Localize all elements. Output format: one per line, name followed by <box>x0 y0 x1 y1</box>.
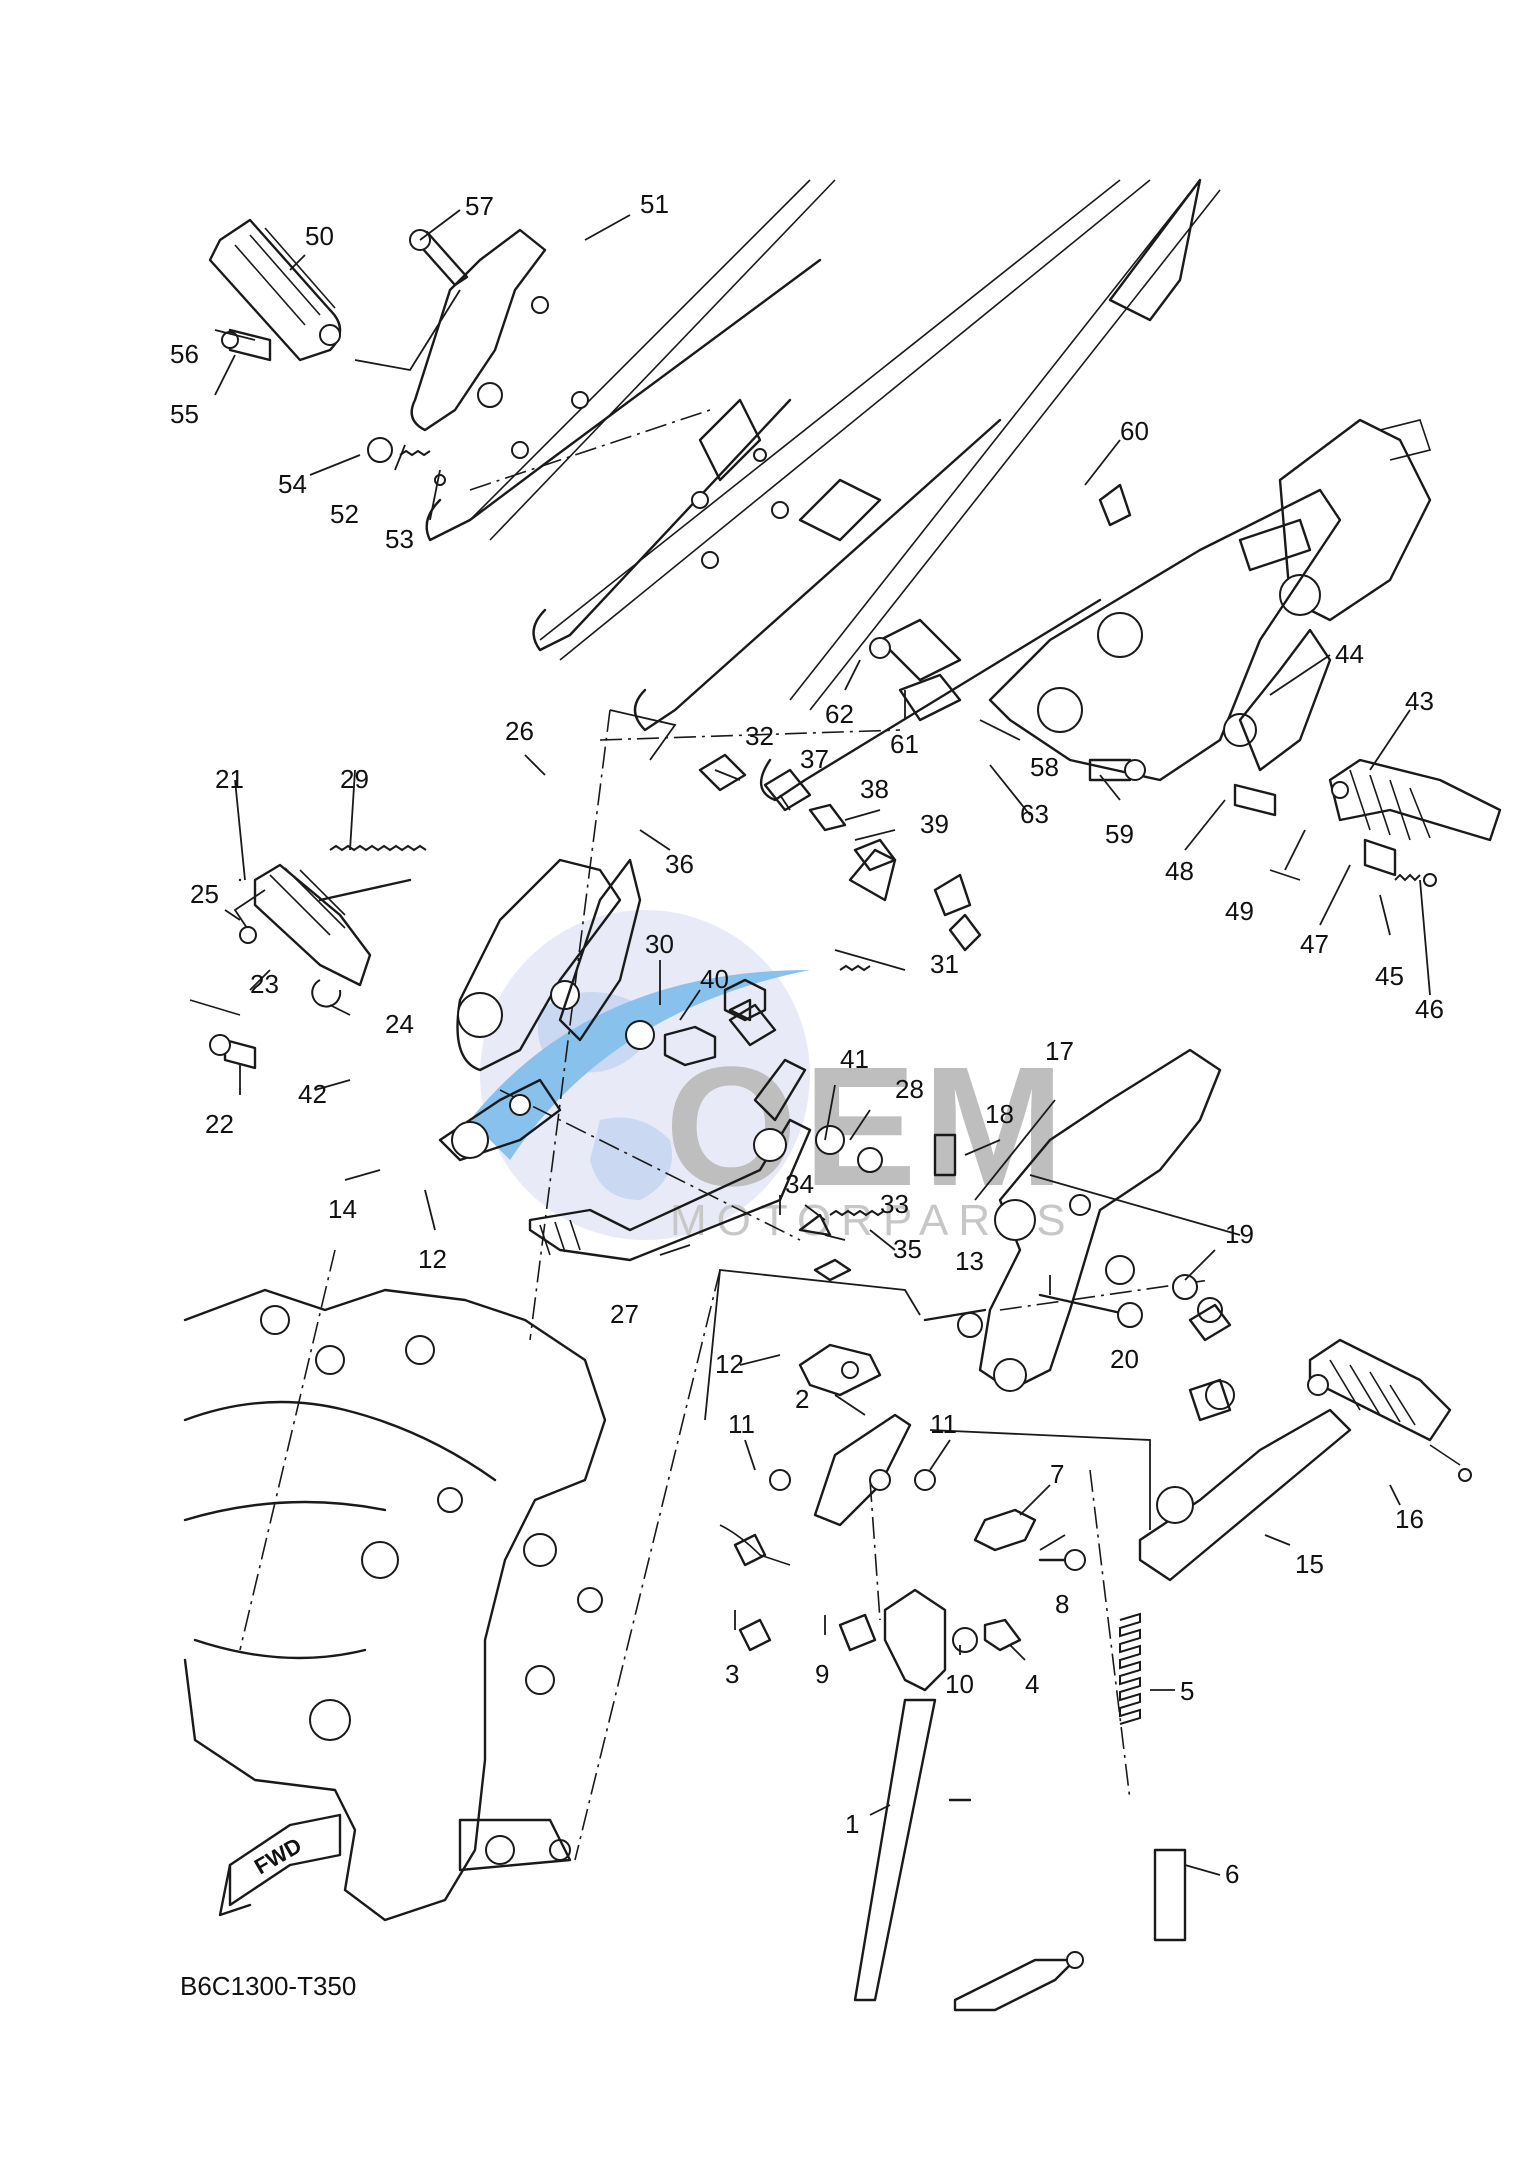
callout-56: 56 <box>170 339 199 369</box>
callout-19: 19 <box>1225 1219 1254 1249</box>
callout-21: 21 <box>215 764 244 794</box>
leader-lines <box>214 209 1431 1876</box>
diagram-code: B6C1300-T350 <box>180 1971 356 2001</box>
right-bolts <box>923 1133 1198 1338</box>
frame-rails <box>425 178 1221 802</box>
callout-38: 38 <box>860 774 889 804</box>
callout-31: 31 <box>930 949 959 979</box>
callout-34: 34 <box>785 1169 814 1199</box>
callout-46: 46 <box>1415 994 1444 1024</box>
callout-35: 35 <box>893 1234 922 1264</box>
callout-59: 59 <box>1105 819 1134 849</box>
callout-39: 39 <box>920 809 949 839</box>
callout-25: 25 <box>190 879 219 909</box>
callout-29: 29 <box>340 764 369 794</box>
callout-43: 43 <box>1405 686 1434 716</box>
callout-10: 10 <box>945 1669 974 1699</box>
passenger-footrest-left <box>208 218 549 486</box>
brake-pedal <box>1138 1297 1352 1582</box>
callout-40: 40 <box>700 964 729 994</box>
callout-61: 61 <box>890 729 919 759</box>
callout-12-right: 12 <box>715 1349 744 1379</box>
callout-51: 51 <box>640 189 669 219</box>
callout-60: 60 <box>1120 416 1149 446</box>
callout-54: 54 <box>278 469 307 499</box>
sidestand-assembly <box>719 1343 1187 2012</box>
watermark-main: OEM <box>665 1032 1070 1222</box>
rider-footrest-bracket-right <box>988 488 1342 782</box>
callout-63: 63 <box>1020 799 1049 829</box>
main-frame <box>183 1288 607 1922</box>
callout-6: 6 <box>1225 1859 1239 1889</box>
callout-23: 23 <box>250 969 279 999</box>
callout-53: 53 <box>385 524 414 554</box>
callout-28: 28 <box>895 1074 924 1104</box>
callout-42: 42 <box>298 1079 327 1109</box>
rider-footrest-right <box>1233 758 1502 887</box>
callout-numbers: 57 51 50 56 55 54 52 53 60 44 43 62 61 5… <box>170 189 1444 1889</box>
callout-15: 15 <box>1295 1549 1324 1579</box>
callout-62: 62 <box>825 699 854 729</box>
callout-14: 14 <box>328 1194 357 1224</box>
shift-shaft-parts <box>238 753 982 1282</box>
callout-55: 55 <box>170 399 199 429</box>
left-footrest-bracket <box>438 858 642 1162</box>
callout-47: 47 <box>1300 929 1329 959</box>
callout-20: 20 <box>1110 1344 1139 1374</box>
callout-33: 33 <box>880 1189 909 1219</box>
callout-44: 44 <box>1335 639 1364 669</box>
callout-13: 13 <box>955 1246 984 1276</box>
callout-57: 57 <box>465 191 494 221</box>
left-footrest <box>189 863 372 1070</box>
callout-9: 9 <box>815 1659 829 1689</box>
callout-5: 5 <box>1180 1676 1194 1706</box>
callout-16: 16 <box>1395 1504 1424 1534</box>
callout-58: 58 <box>1030 752 1059 782</box>
callout-12-left: 12 <box>418 1244 447 1274</box>
callout-7: 7 <box>1050 1459 1064 1489</box>
fwd-badge: FWD <box>218 1813 342 1917</box>
callout-8: 8 <box>1055 1589 1069 1619</box>
callout-49: 49 <box>1225 896 1254 926</box>
callout-45: 45 <box>1375 961 1404 991</box>
callout-3: 3 <box>725 1659 739 1689</box>
callout-37: 37 <box>800 744 829 774</box>
callout-41: 41 <box>840 1044 869 1074</box>
callout-1: 1 <box>845 1809 859 1839</box>
callout-36: 36 <box>665 849 694 879</box>
callout-22: 22 <box>205 1109 234 1139</box>
callout-11-left: 11 <box>728 1409 755 1439</box>
callout-4: 4 <box>1025 1669 1039 1699</box>
right-footrest <box>1307 1338 1472 1482</box>
callout-26: 26 <box>505 716 534 746</box>
callout-52: 52 <box>330 499 359 529</box>
callout-30: 30 <box>645 929 674 959</box>
callout-2: 2 <box>795 1384 809 1414</box>
callout-17: 17 <box>1045 1036 1074 1066</box>
callout-27: 27 <box>610 1299 639 1329</box>
callout-24: 24 <box>385 1009 414 1039</box>
callout-48: 48 <box>1165 856 1194 886</box>
callout-18: 18 <box>985 1099 1014 1129</box>
shift-pedal <box>528 1058 812 1262</box>
callout-11-right: 11 <box>930 1409 957 1439</box>
assembly-lines <box>233 289 1241 1861</box>
rear-master-cylinder <box>869 418 1432 722</box>
watermark-swoosh <box>470 970 810 1160</box>
callout-32: 32 <box>745 721 774 751</box>
right-footrest-bracket <box>978 1048 1222 1392</box>
callout-50: 50 <box>305 221 334 251</box>
